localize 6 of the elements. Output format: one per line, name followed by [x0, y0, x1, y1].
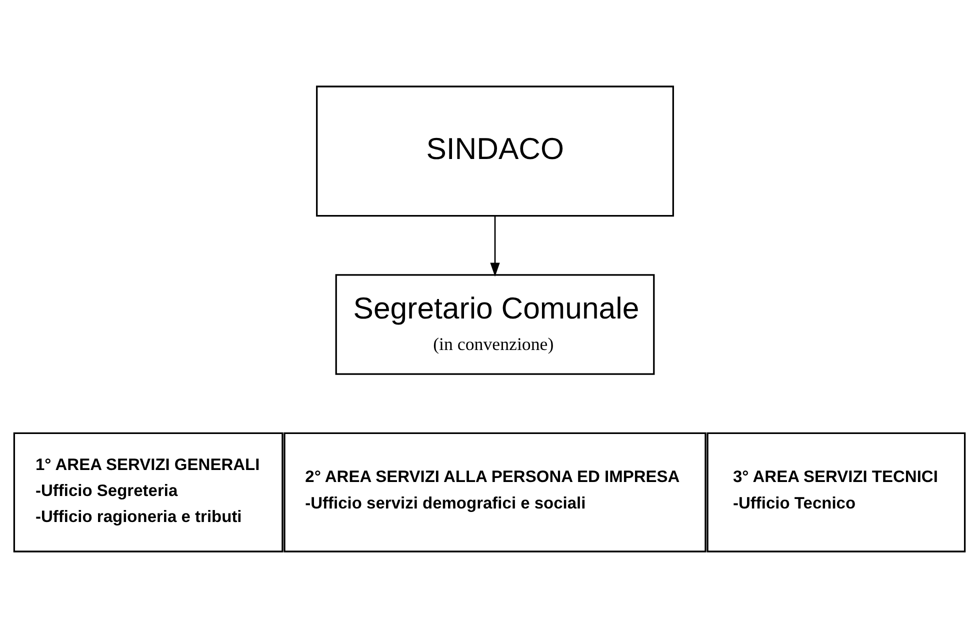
node-box: SINDACO — [316, 85, 674, 216]
arrow — [490, 216, 500, 276]
node-box: 3° AREA SERVIZI TECNICI -Ufficio Tecnico — [706, 432, 966, 552]
node-box: 1° AREA SERVIZI GENERALI -Ufficio Segreteria -Ufficio ragioneria e tributi — [13, 432, 284, 552]
node-box: Segretario Comunale (in convenzione) — [335, 274, 655, 374]
node-box: 2° AREA SERVIZI ALLA PERSONA ED IMPRESA -Ufficio servizi demografici e sociali — [284, 432, 706, 552]
